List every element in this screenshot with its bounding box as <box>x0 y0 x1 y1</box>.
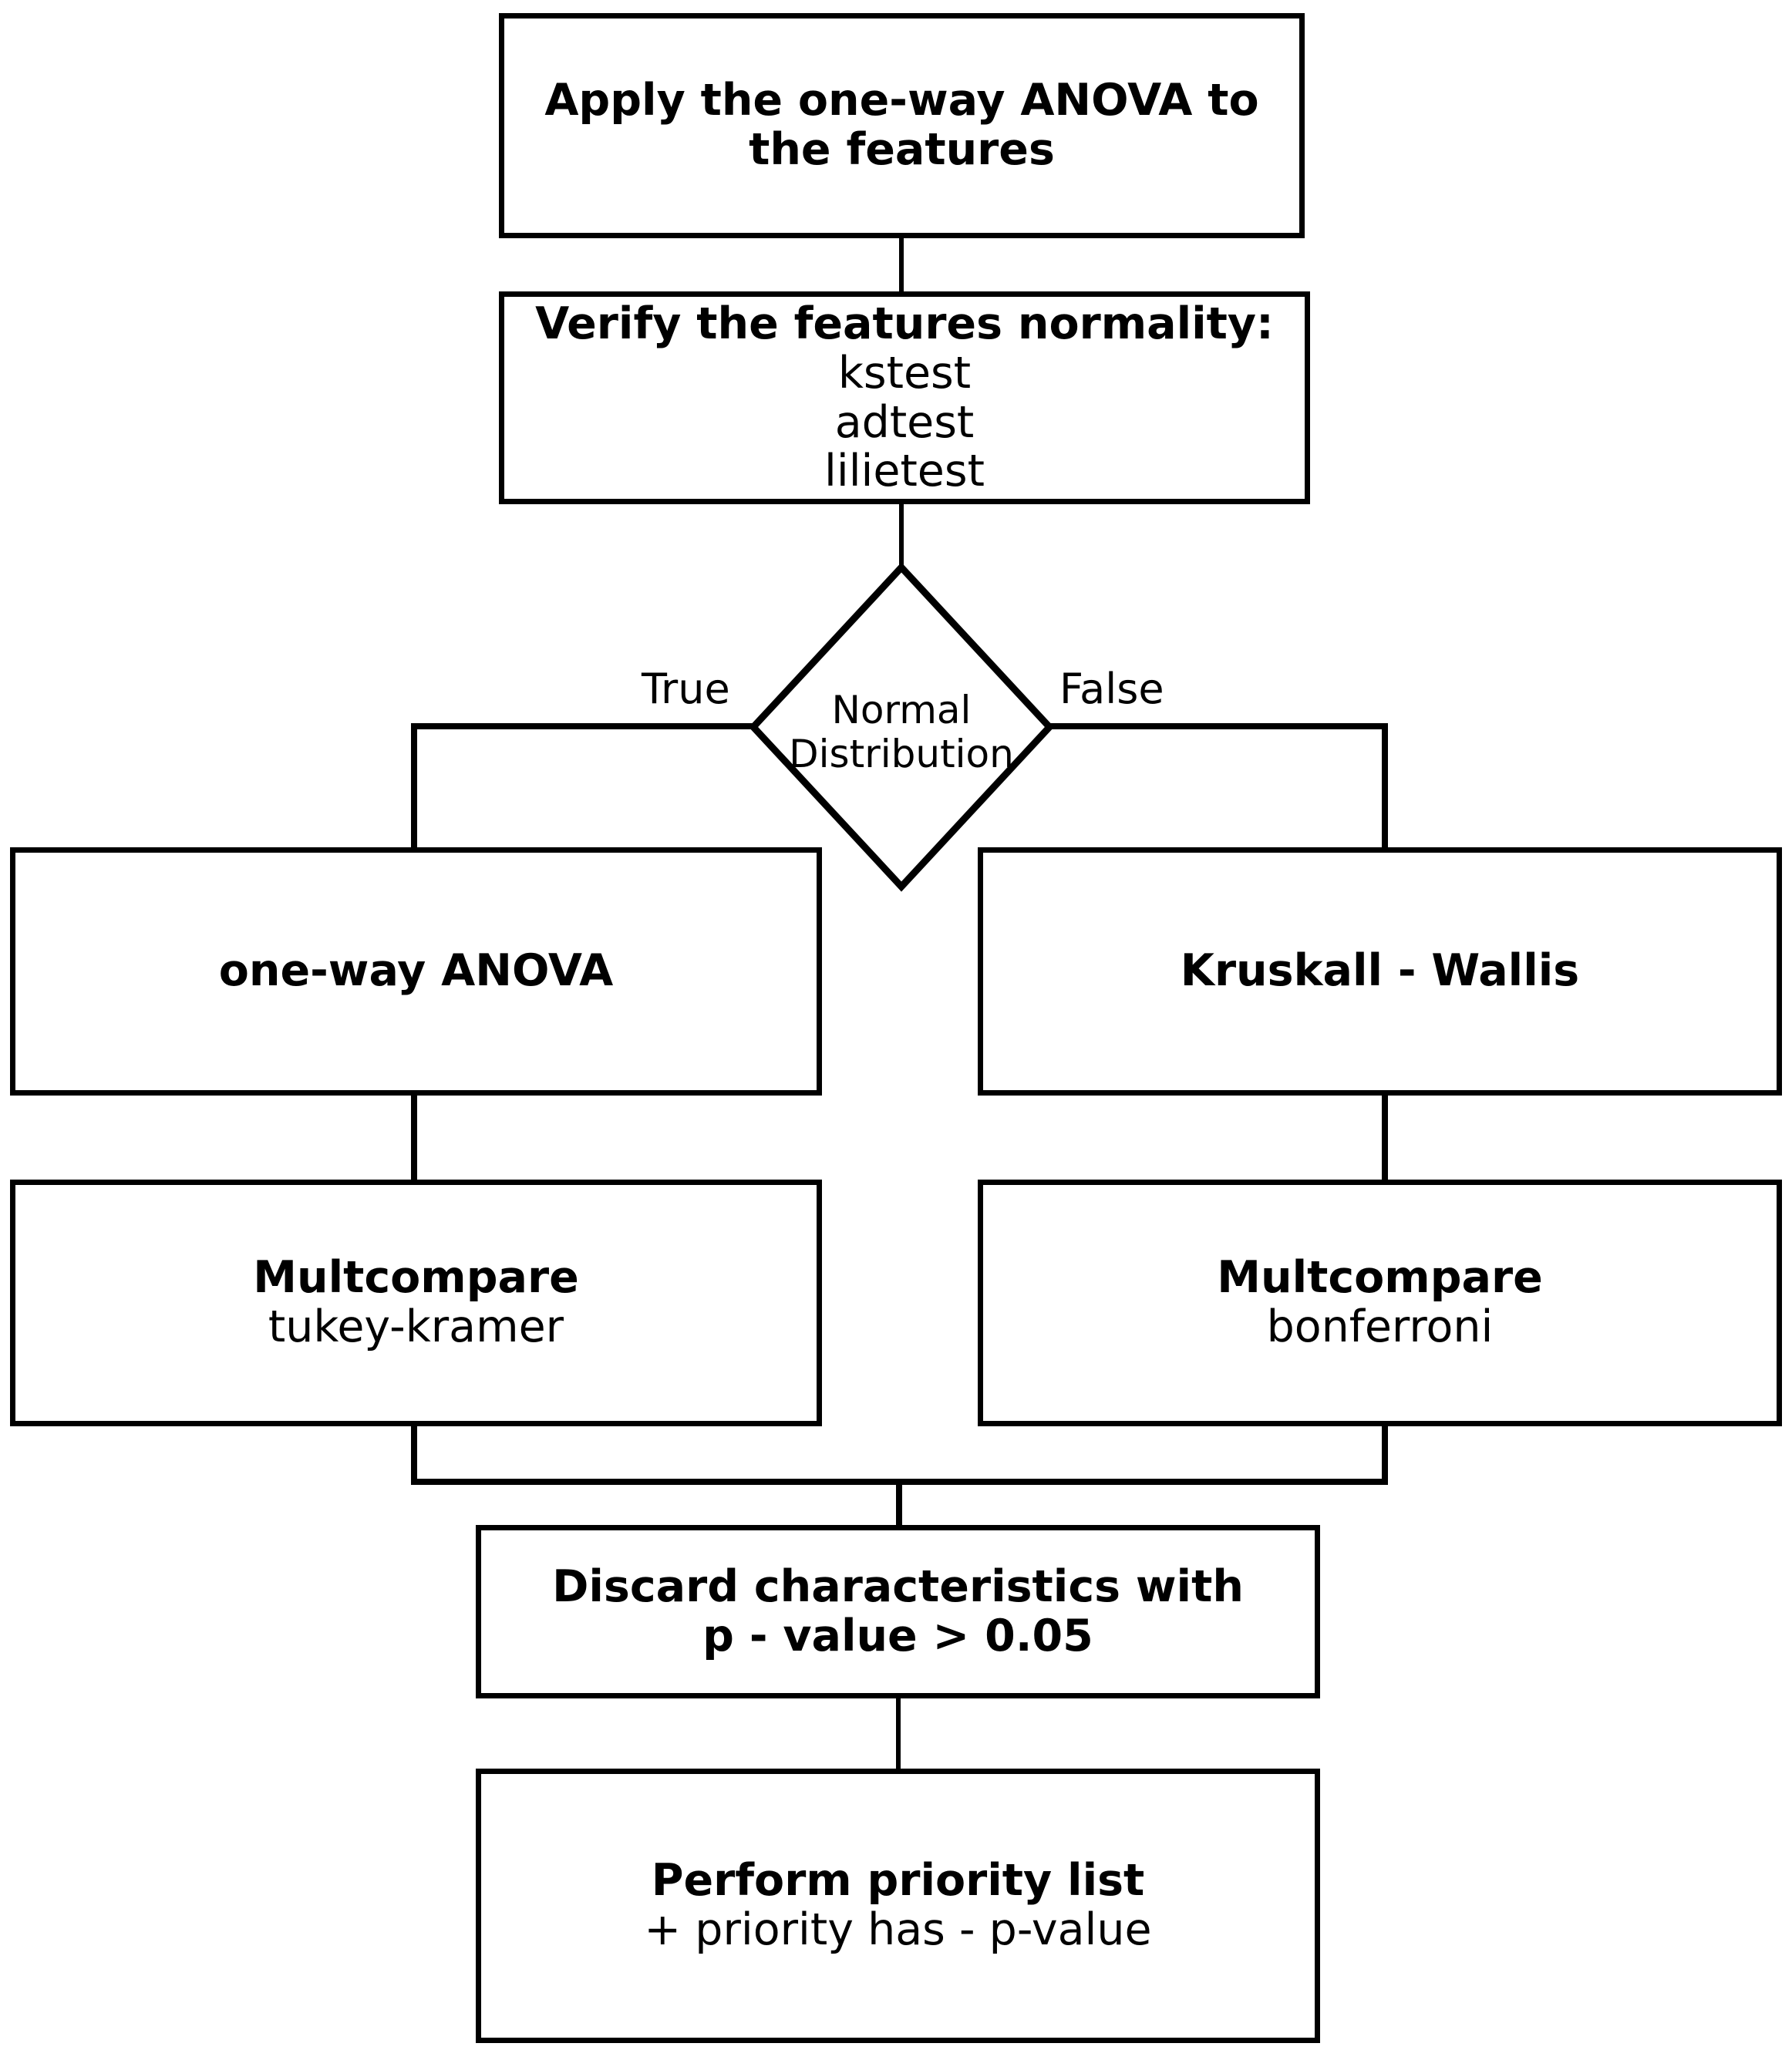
connector-true-horizontal <box>411 723 755 729</box>
connector-verify-to-decision <box>899 501 904 571</box>
node-multcompare-bonferroni-line-1: Multcompare <box>1217 1252 1543 1304</box>
node-apply-anova[interactable]: Apply the one-way ANOVA to the features <box>499 13 1305 238</box>
connector-merge-left-drop <box>411 1422 417 1485</box>
edge-label-true: True <box>642 665 730 713</box>
node-discard-characteristics[interactable]: Discard characteristics with p - value >… <box>476 1525 1320 1698</box>
connector-apply-to-verify <box>899 235 904 295</box>
node-multcompare-bonferroni-line-2: bonferroni <box>1266 1301 1494 1352</box>
node-kruskall-wallis[interactable]: Kruskall - Wallis <box>978 847 1782 1096</box>
node-verify-normality[interactable]: Verify the features normality: kstest ad… <box>499 291 1310 504</box>
connector-anova-to-multcompare-left <box>411 1091 417 1180</box>
node-perform-priority-list-line-2: + priority has - p-value <box>644 1904 1152 1955</box>
connector-false-horizontal <box>1048 723 1388 729</box>
node-perform-priority-list[interactable]: Perform priority list + priority has - p… <box>476 1769 1320 2043</box>
node-verify-normality-line-2: kstest <box>837 347 972 399</box>
node-verify-normality-line-1: Verify the features normality: <box>535 298 1274 349</box>
decision-label-line-2: Distribution <box>789 732 1014 776</box>
connector-discard-to-priority <box>896 1695 901 1772</box>
node-discard-characteristics-line-2: p - value > 0.05 <box>702 1610 1093 1661</box>
decision-label-line-1: Normal <box>831 688 972 732</box>
connector-merge-to-discard <box>896 1479 902 1533</box>
node-apply-anova-line-1: Apply the one-way ANOVA to <box>544 75 1259 126</box>
node-one-way-anova-line-1: one-way ANOVA <box>218 945 614 997</box>
node-multcompare-tukey-line-2: tukey-kramer <box>268 1301 564 1352</box>
node-multcompare-tukey[interactable]: Multcompare tukey-kramer <box>10 1180 822 1426</box>
node-verify-normality-line-3: adtest <box>834 396 975 448</box>
node-perform-priority-list-line-1: Perform priority list <box>651 1855 1145 1907</box>
node-kruskall-wallis-line-1: Kruskall - Wallis <box>1180 945 1580 997</box>
decision-normal-distribution[interactable] <box>747 561 1056 893</box>
node-discard-characteristics-line-1: Discard characteristics with <box>552 1560 1244 1612</box>
node-apply-anova-line-2: the features <box>749 124 1055 175</box>
node-multcompare-bonferroni[interactable]: Multcompare bonferroni <box>978 1180 1782 1426</box>
connector-merge-right-drop <box>1382 1422 1388 1485</box>
connector-true-vertical <box>411 723 417 850</box>
diamond-shape <box>748 562 1055 892</box>
node-multcompare-tukey-line-1: Multcompare <box>253 1252 579 1304</box>
node-verify-normality-line-4: lilietest <box>824 446 985 497</box>
edge-label-false: False <box>1059 665 1164 713</box>
connector-false-vertical <box>1382 723 1388 850</box>
connector-kruskall-to-multcompare-right <box>1382 1091 1388 1180</box>
node-one-way-anova[interactable]: one-way ANOVA <box>10 847 822 1096</box>
